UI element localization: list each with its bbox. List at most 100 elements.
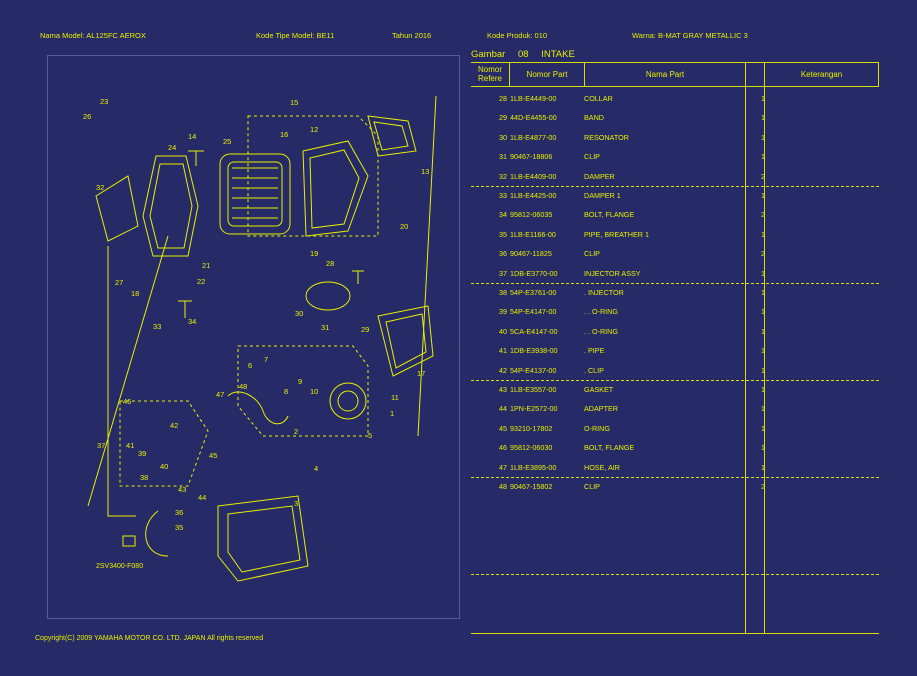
intake-manifold-bore (337, 390, 359, 412)
intake-duct (367, 115, 417, 157)
copyright: Copyright(C) 2009 YAMAHA MOTOR CO. LTD. … (35, 635, 264, 642)
group-outline-injector (237, 345, 369, 437)
year-label: Tahun (392, 31, 413, 40)
callout-21: 21 (202, 261, 210, 270)
callout-46: 46 (123, 397, 131, 406)
part-number: 1LB-E1166-00 (510, 229, 556, 239)
color: Warna: B-MAT GRAY METALLIC 3 (632, 31, 748, 40)
part-name: . . O-RING (584, 307, 618, 317)
part-name: . INJECTOR (584, 288, 624, 297)
part-name: O-RING (584, 423, 610, 433)
ref-number: 36 (499, 249, 507, 259)
clip-part (122, 535, 136, 547)
part-number: 90467-11825 (510, 249, 552, 259)
ref-number: 47 (499, 462, 507, 472)
callout-43: 43 (178, 485, 186, 494)
callout-32: 32 (96, 183, 104, 192)
bolt-part (188, 150, 204, 166)
part-number: 90467-18806 (510, 152, 553, 162)
part-name: DAMPER (584, 171, 615, 181)
filter-case-part (142, 155, 199, 257)
callout-14: 14 (188, 132, 196, 141)
table-header-border (471, 86, 879, 87)
header-part-name: Nama Part (645, 69, 685, 79)
quantity: 1 (761, 423, 765, 433)
model-type-label: Kode Tipe Model: (256, 31, 315, 40)
figure-number: 08 (517, 49, 529, 60)
leader-line-3 (107, 246, 136, 517)
col-sep-3 (745, 62, 746, 633)
model-type: Kode Tipe Model: BE11 (256, 31, 334, 40)
callout-8: 8 (284, 387, 288, 396)
callout-42: 42 (170, 421, 178, 430)
callout-22: 22 (197, 277, 205, 286)
part-name: CLIP (584, 152, 600, 162)
part-name: BOLT, FLANGE (584, 210, 635, 220)
callout-44: 44 (198, 493, 206, 502)
part-name: PIPE, BREATHER 1 (584, 229, 649, 239)
group-divider (471, 283, 879, 284)
leader-line-2 (87, 235, 169, 507)
callout-13: 13 (421, 167, 429, 176)
callout-17: 17 (417, 369, 425, 378)
part-name: GASKET (584, 385, 614, 394)
quantity: 1 (761, 307, 765, 317)
quantity: 1 (761, 268, 765, 278)
part-name: DAMPER 1 (584, 191, 621, 200)
callout-31: 31 (321, 323, 329, 332)
part-number: 1PN-E2572-00 (510, 404, 558, 414)
callout-2: 2 (294, 427, 298, 436)
ref-number: 38 (499, 288, 507, 297)
callout-16: 16 (280, 130, 288, 139)
part-name: BOLT, FLANGE (584, 443, 635, 453)
ref-number: 31 (499, 152, 507, 162)
filter-housing (302, 140, 369, 237)
filter-case-inner (149, 163, 193, 249)
callout-5: 5 (368, 431, 372, 440)
callout-12: 12 (310, 125, 318, 134)
quantity: 1 (761, 346, 765, 356)
filter-grid (232, 167, 278, 219)
header-qty (746, 62, 764, 86)
callout-6: 6 (248, 361, 252, 370)
callout-24: 24 (168, 143, 176, 152)
intake-diagram-svg: 1234567891011121314151617181920212223242… (83, 95, 437, 582)
callout-36: 36 (175, 508, 183, 517)
quantity: 1 (761, 462, 765, 472)
quantity: 2 (761, 210, 765, 220)
part-number: 1LB-E4877-00 (510, 132, 557, 142)
ref-number: 45 (499, 423, 507, 433)
part-number: 95812-06030 (510, 443, 553, 453)
callout-9: 9 (298, 377, 302, 386)
quantity: 1 (761, 443, 765, 453)
part-number: 54P-E4147-00 (510, 307, 557, 317)
callout-labels: 1234567891011121314151617181920212223242… (83, 97, 429, 532)
quantity: 2 (761, 171, 765, 181)
engine-block-inner (227, 505, 301, 573)
callout-38: 38 (140, 473, 148, 482)
ref-number: 48 (499, 482, 507, 491)
ref-number: 39 (499, 307, 507, 317)
group-divider (471, 574, 879, 575)
